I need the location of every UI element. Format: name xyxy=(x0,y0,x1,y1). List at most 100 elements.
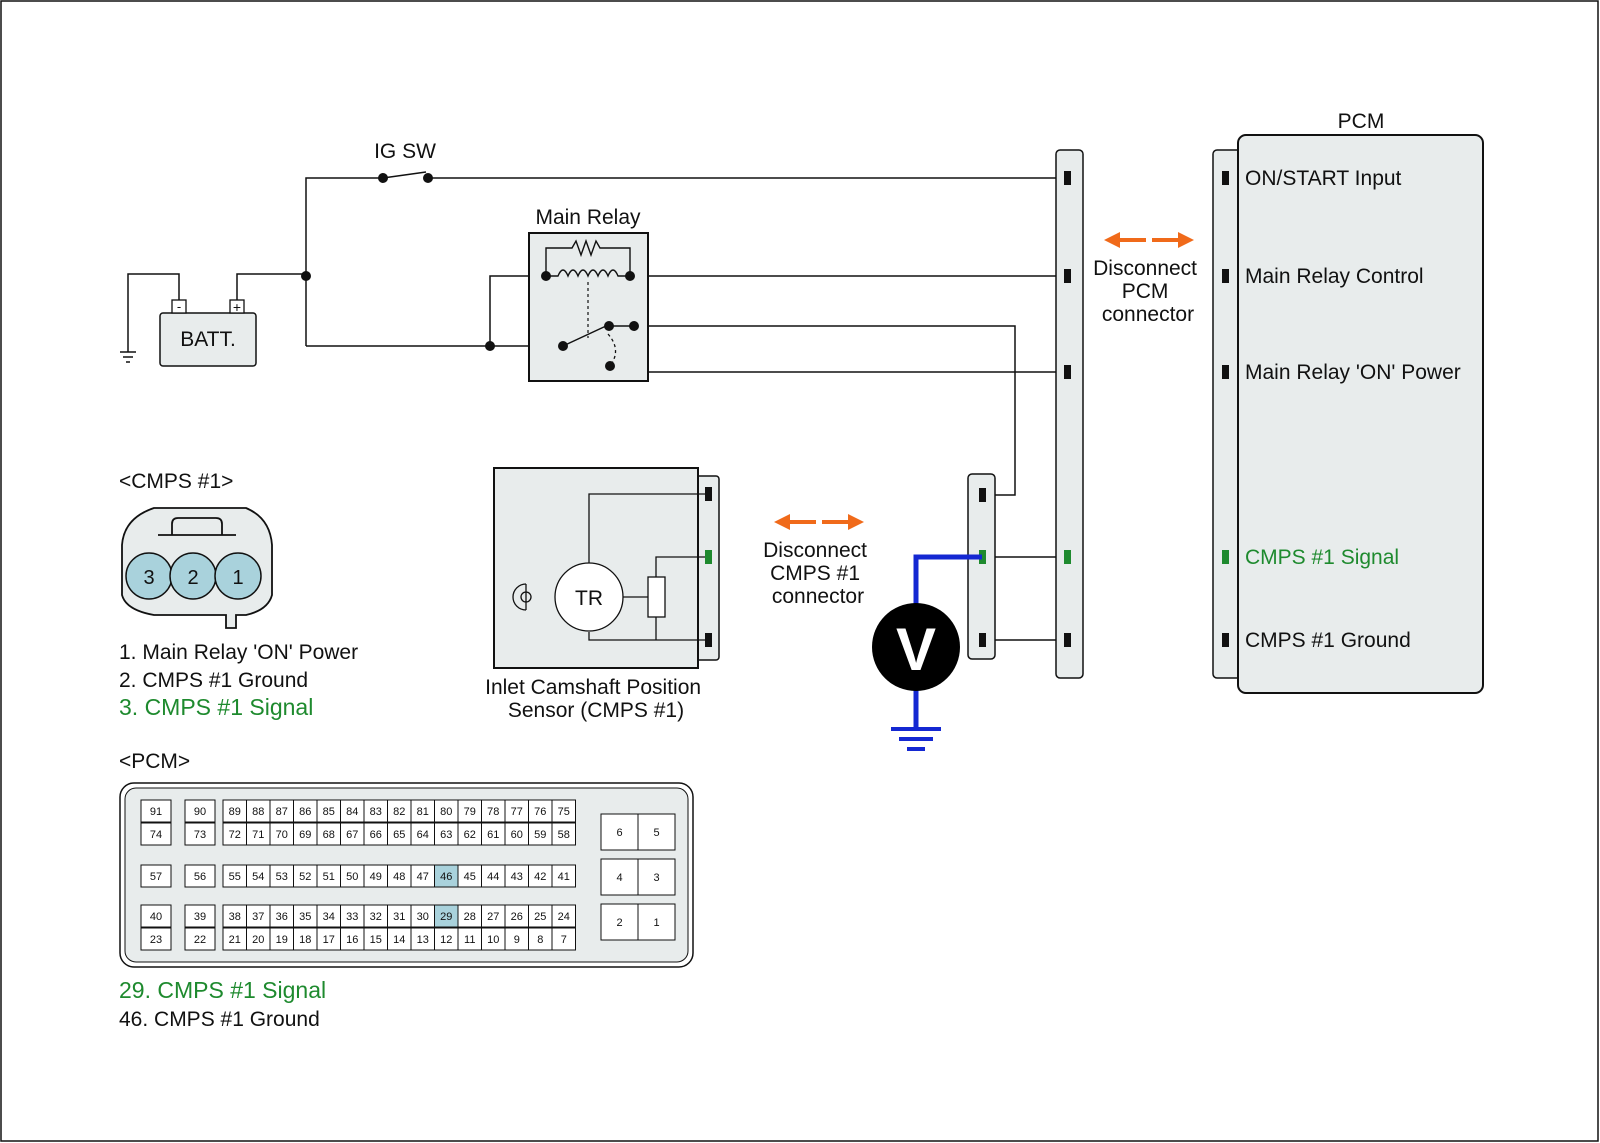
pcm-connector-pin-number: 28 xyxy=(464,911,476,923)
pcm-connector-pin-number: 90 xyxy=(194,806,206,818)
pcm-harness-connector xyxy=(1055,149,1084,679)
cmps-harness-connector xyxy=(967,473,996,660)
connector-pin xyxy=(979,488,986,502)
wire-batt-ground xyxy=(127,273,180,352)
connector-pin xyxy=(705,633,712,647)
battery-plus-label: + xyxy=(233,299,241,315)
pcm-connector-cell xyxy=(184,822,216,846)
pcm-connector-pin-number: 20 xyxy=(252,934,264,946)
battery-minus-label: - xyxy=(177,299,181,314)
cmps-pin-number: 1 xyxy=(232,567,243,589)
pcm-connector-pin-number: 40 xyxy=(150,911,162,923)
relay-terminal xyxy=(558,341,568,351)
pcm-connector-pin-number: 53 xyxy=(276,871,288,883)
relay-coil xyxy=(546,269,630,278)
junction-dot xyxy=(485,341,495,351)
pcm-connector-pin-number: 58 xyxy=(558,829,570,841)
pcm-connector-pin-number: 21 xyxy=(229,934,241,946)
pcm-connector-pin-number: 7 xyxy=(561,934,567,946)
junction-dot xyxy=(301,271,311,281)
wire-batt-plus xyxy=(236,273,306,300)
sensor-name: Inlet Camshaft Position Sensor (CMPS #1) xyxy=(485,676,707,722)
pcm-connector-pin-number: 86 xyxy=(299,806,311,818)
pcm-connector-pin-number: 42 xyxy=(534,871,546,883)
pcm-connector-pin-number: 36 xyxy=(276,911,288,923)
pcm-connector-pin-number: 68 xyxy=(323,829,335,841)
pcm-connector-pin-number: 5 xyxy=(653,827,659,839)
main-relay: Main Relay xyxy=(528,206,649,382)
pcm-connector-pin-number: 77 xyxy=(511,806,523,818)
pcm-pin-label: Main Relay 'ON' Power xyxy=(1245,361,1461,384)
pcm-connector-pin-number: 71 xyxy=(252,829,264,841)
cmps-legend-item: 2. CMPS #1 Ground xyxy=(119,669,308,692)
pcm-connector-pin-number: 87 xyxy=(276,806,288,818)
sensor-connector xyxy=(695,475,720,661)
sensor-internal-wire xyxy=(588,632,705,641)
pcm-connector-cell xyxy=(551,904,576,928)
pcm-connector-pin-number: 29 xyxy=(440,911,452,923)
pcm-connector-pin-number: 25 xyxy=(534,911,546,923)
pcm-pin-marker xyxy=(1222,269,1229,283)
pcm-connector-cell xyxy=(184,799,216,823)
pcm-connector-pin-number: 44 xyxy=(487,871,499,883)
pcm-connector-pin-number: 13 xyxy=(417,934,429,946)
pcm-connector-pin-number: 6 xyxy=(616,827,622,839)
cmps-harness-connector-body xyxy=(967,473,996,660)
pcm-connector-pin-number: 59 xyxy=(534,829,546,841)
pcm-connector-pin-number: 89 xyxy=(229,806,241,818)
pcm-connector-pin-number: 74 xyxy=(150,829,162,841)
pcm-connector-cell xyxy=(140,864,172,888)
pcm-connector-pin-number: 69 xyxy=(299,829,311,841)
pcm-connector-cell xyxy=(184,904,216,928)
cmps-connector-title: <CMPS #1> xyxy=(119,470,233,493)
pcm-connector-pin-number: 38 xyxy=(229,911,241,923)
pcm-connector-pin-number: 78 xyxy=(487,806,499,818)
pcm-connector-cell xyxy=(140,904,172,928)
pcm-pin-label: CMPS #1 Signal xyxy=(1245,546,1399,569)
pcm-connector-pin-number: 35 xyxy=(299,911,311,923)
pcm-pin-marker xyxy=(1222,171,1229,185)
pcm-connector-pin-number: 19 xyxy=(276,934,288,946)
pcm-connector-pin-number: 80 xyxy=(440,806,452,818)
pcm-connector-pin-number: 10 xyxy=(487,934,499,946)
pcm-connector-pin-number: 2 xyxy=(616,917,622,929)
voltmeter-label: V xyxy=(896,616,936,683)
pcm-connector-pin-number: 30 xyxy=(417,911,429,923)
pcm-connector-pin-number: 83 xyxy=(370,806,382,818)
cmps-legend-item: 3. CMPS #1 Signal xyxy=(119,694,313,720)
pcm-connector-cell xyxy=(637,858,676,896)
wire-to-igsw xyxy=(305,177,383,346)
pcm-side-connector xyxy=(1212,149,1242,679)
battery-minus-terminal xyxy=(171,299,187,314)
pcm-connector-pin-number: 79 xyxy=(464,806,476,818)
sensor-tr-element xyxy=(554,562,624,632)
pcm-connector-cell xyxy=(184,864,216,888)
pcm-connector-pin-number: 72 xyxy=(229,829,241,841)
pcm-connector-pin-number: 17 xyxy=(323,934,335,946)
sensor-tr-label: TR xyxy=(575,587,603,610)
pcm-connector-pin-number: 66 xyxy=(370,829,382,841)
pcm-connector-pin-number: 50 xyxy=(346,871,358,883)
pcm-connector-pin-number: 39 xyxy=(194,911,206,923)
wire-relay-coil-feed xyxy=(489,275,546,346)
pcm-connector-cell xyxy=(600,903,639,941)
pcm-pin-marker xyxy=(1222,550,1229,564)
pcm-connector-pin-number: 76 xyxy=(534,806,546,818)
relay-terminal xyxy=(541,271,551,281)
pcm-legend-item: 46. CMPS #1 Ground xyxy=(119,1008,320,1031)
relay-terminal xyxy=(629,321,639,331)
connector-pin xyxy=(705,550,712,564)
disconnect-cmps-indicator: Disconnect CMPS #1 connector xyxy=(763,514,867,608)
voltmeter-body xyxy=(872,603,960,691)
disconnect-pcm-indicator: Disconnect PCM connector xyxy=(1093,232,1197,326)
relay-terminal xyxy=(604,321,614,331)
pcm-body xyxy=(1237,134,1484,694)
pcm-connector-pin-number: 84 xyxy=(346,806,358,818)
pcm-connector-pin-number: 85 xyxy=(323,806,335,818)
pcm-connector-pin-number: 45 xyxy=(464,871,476,883)
